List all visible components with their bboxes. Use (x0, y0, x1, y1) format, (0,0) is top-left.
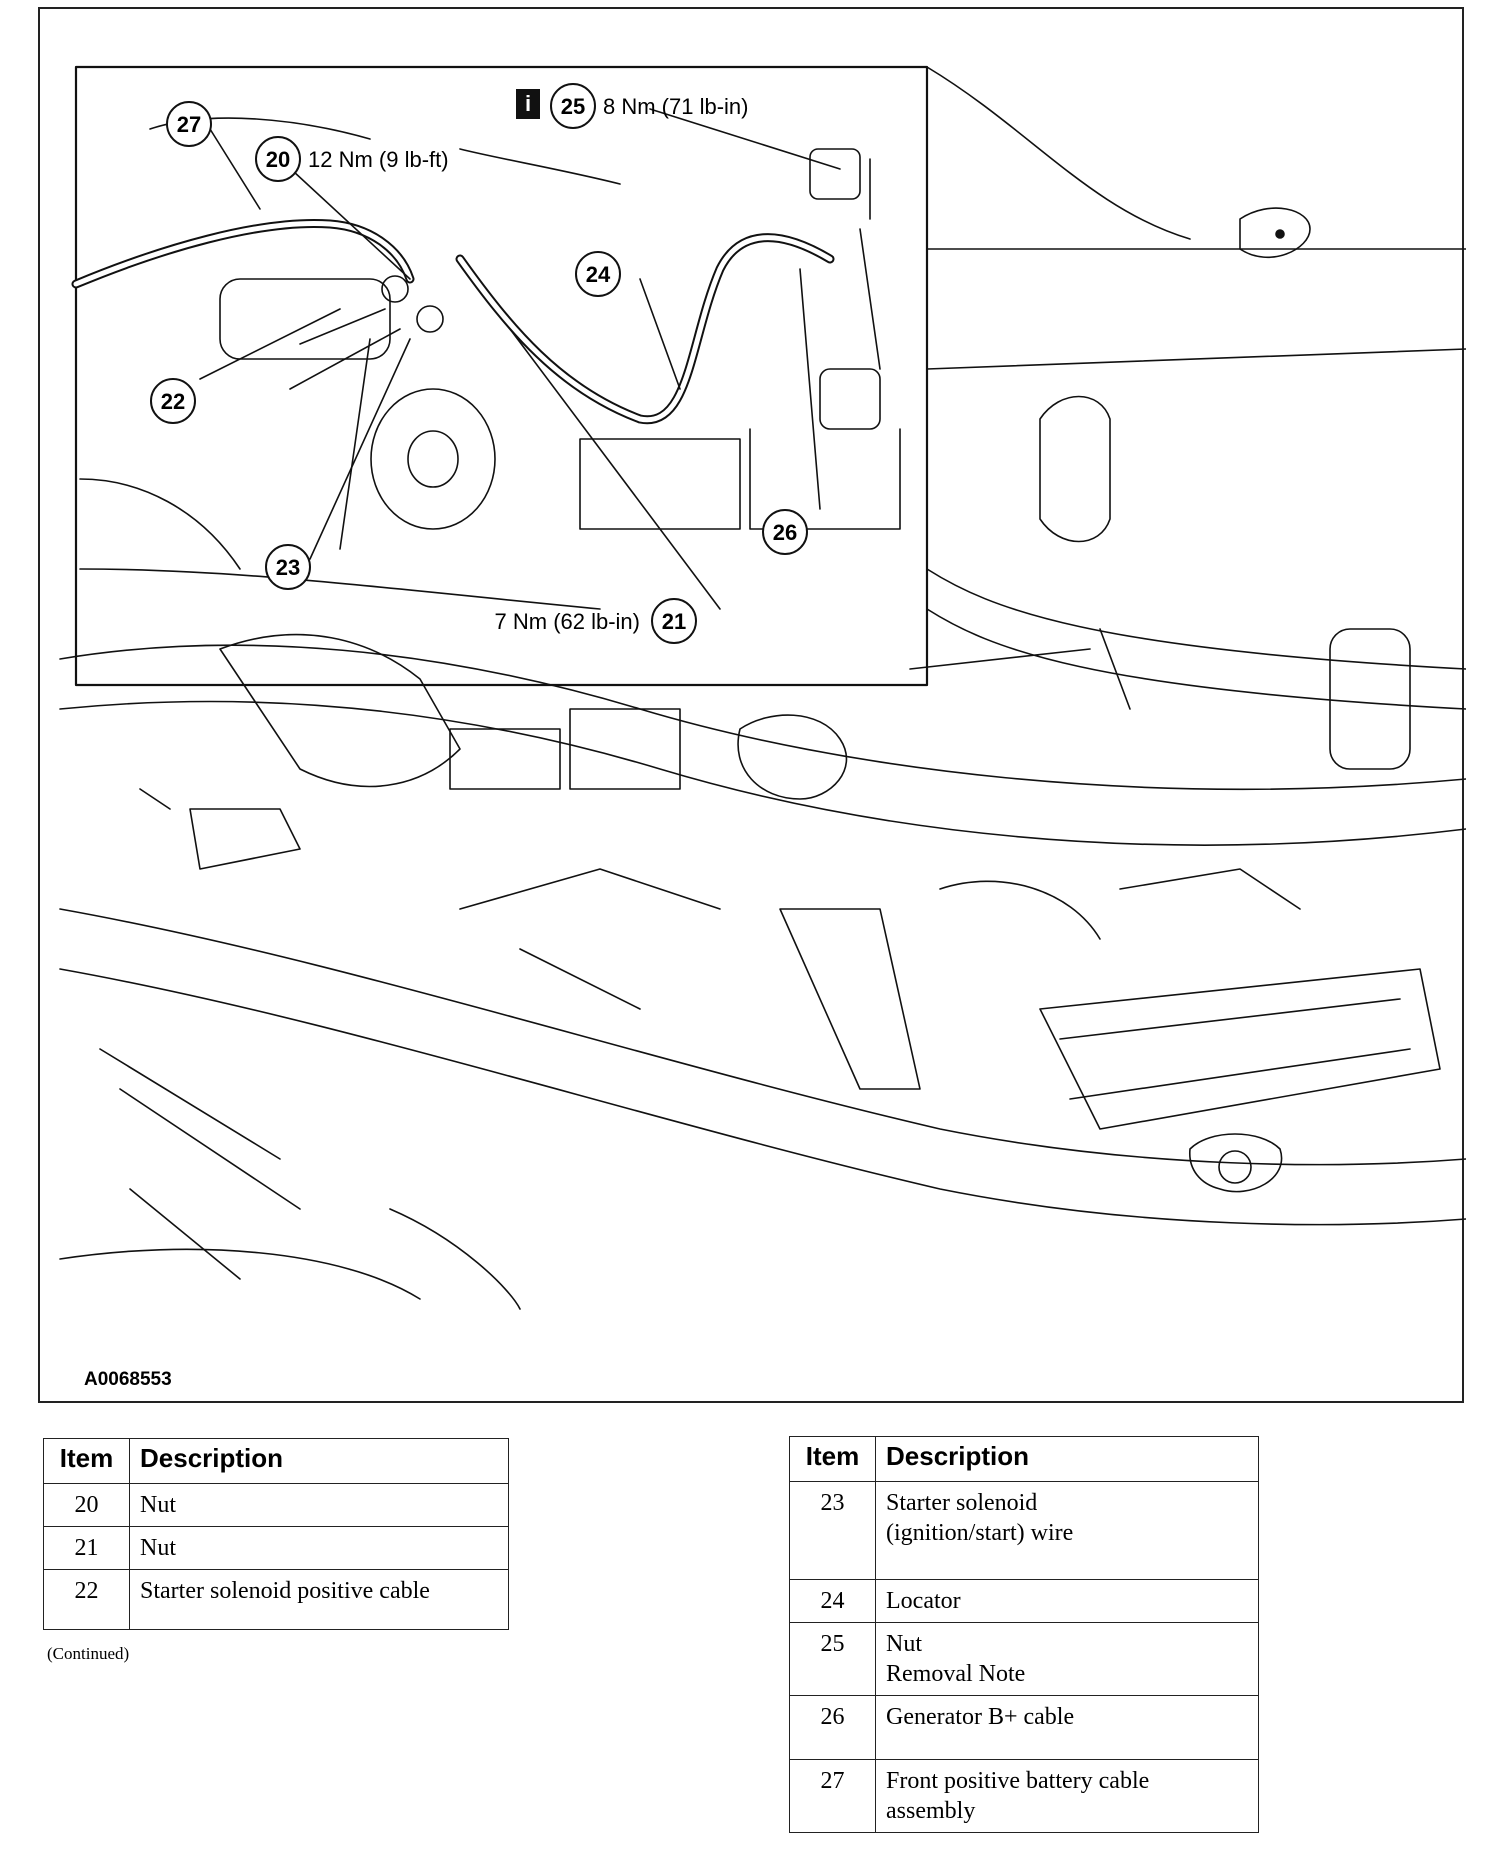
callout-21-torque: 7 Nm (62 lb-in) (495, 609, 640, 634)
item-description: Nut Removal Note (875, 1622, 1259, 1696)
table-row: 24 Locator (789, 1579, 1259, 1623)
figure-id: A0068553 (84, 1369, 172, 1390)
item-number: 25 (789, 1622, 876, 1696)
callout-21: 21 7 Nm (62 lb-in) (495, 598, 697, 644)
callout-24: 24 (575, 251, 621, 297)
header-item: Item (43, 1438, 130, 1484)
callout-21-number: 21 (662, 609, 686, 634)
callout-22: 22 (150, 378, 196, 424)
item-description: Starter solenoid (ignition/start) wire (875, 1481, 1259, 1580)
continued-note: (Continued) (47, 1644, 130, 1663)
callout-23: 23 (265, 544, 311, 590)
starter-face (370, 388, 496, 530)
item-description: Locator (875, 1579, 1259, 1623)
callout-20-torque: 12 Nm (9 lb-ft) (308, 147, 449, 172)
engine-starter-diagram: 27 20 12 Nm (9 lb-ft) i 25 8 Nm (71 lb-i… (59, 65, 1466, 1310)
table-row: 25 Nut Removal Note (789, 1622, 1259, 1696)
callout-24-number: 24 (586, 262, 611, 287)
table-row: 23 Starter solenoid (ignition/start) wir… (789, 1481, 1259, 1580)
item-number: 20 (43, 1483, 130, 1527)
table-header-row: Item Description (43, 1438, 509, 1484)
item-description: Starter solenoid positive cable (129, 1569, 509, 1630)
figure-frame: 27 20 12 Nm (9 lb-ft) i 25 8 Nm (71 lb-i… (38, 7, 1466, 1403)
info-icon: i (525, 91, 531, 116)
item-number: 24 (789, 1579, 876, 1623)
table-row: 20 Nut (43, 1483, 509, 1527)
table-row: 27 Front positive battery cable assembly (789, 1759, 1259, 1833)
table-row: 26 Generator B+ cable (789, 1695, 1259, 1760)
callout-22-number: 22 (161, 389, 185, 414)
callout-26: 26 (762, 509, 808, 555)
table-header-row: Item Description (789, 1436, 1259, 1482)
callout-23-number: 23 (276, 555, 300, 580)
callout-20: 20 12 Nm (9 lb-ft) (255, 136, 449, 182)
item-number: 23 (789, 1481, 876, 1580)
callout-25: i 25 8 Nm (71 lb-in) (516, 83, 748, 129)
header-description: Description (129, 1438, 509, 1484)
table-row: 22 Starter solenoid positive cable (43, 1569, 509, 1630)
header-item: Item (789, 1436, 876, 1482)
callout-27: 27 (166, 101, 212, 147)
callout-27-number: 27 (177, 112, 201, 137)
item-number: 21 (43, 1526, 130, 1570)
table-row: 21 Nut (43, 1526, 509, 1570)
item-description: Nut (129, 1526, 509, 1570)
item-description: Front positive battery cable assembly (875, 1759, 1259, 1833)
header-description: Description (875, 1436, 1259, 1482)
callout-25-number: 25 (561, 94, 585, 119)
item-number: 27 (789, 1759, 876, 1833)
item-description: Generator B+ cable (875, 1695, 1259, 1760)
callout-20-number: 20 (266, 147, 290, 172)
item-table-right: Item Description 23 Starter solenoid (ig… (789, 1436, 1259, 1833)
inset-frame (74, 65, 929, 687)
item-number: 22 (43, 1569, 130, 1630)
callout-26-number: 26 (773, 520, 797, 545)
callout-25-torque: 8 Nm (71 lb-in) (603, 94, 748, 119)
item-table-left: Item Description 20 Nut 21 Nut 22 Starte… (43, 1438, 509, 1630)
item-description: Nut (129, 1483, 509, 1527)
item-number: 26 (789, 1695, 876, 1760)
